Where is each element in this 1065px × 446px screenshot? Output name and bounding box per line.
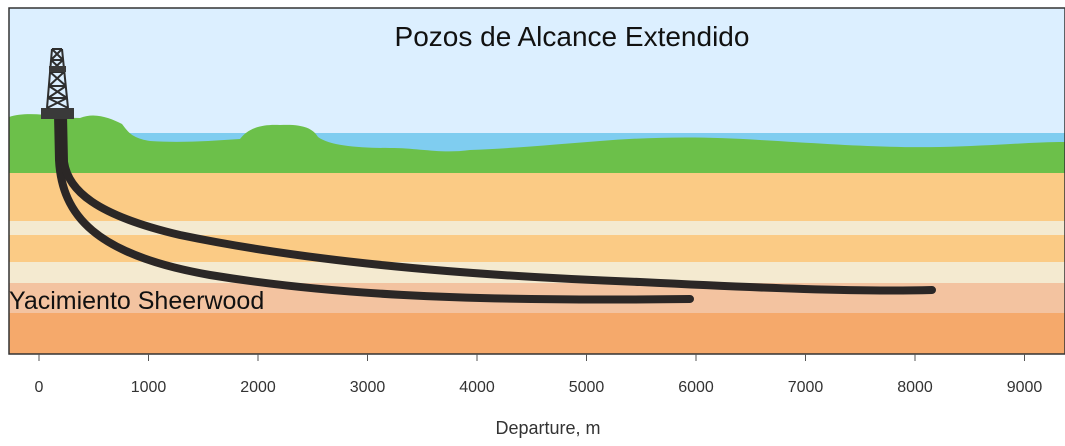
x-tick-label-7000: 7000	[788, 379, 824, 396]
x-tick-label-9000: 9000	[1007, 379, 1043, 396]
x-tick-label-0: 0	[35, 379, 44, 396]
x-tick-label-6000: 6000	[678, 379, 714, 396]
layer-orange-1	[9, 173, 1065, 221]
layer-cream-1	[9, 221, 1065, 235]
well-path-1	[54, 111, 694, 304]
layer-deep	[9, 313, 1065, 354]
x-tick-label-3000: 3000	[350, 379, 386, 396]
x-tick-label-4000: 4000	[459, 379, 495, 396]
diagram-frame	[8, 7, 1065, 355]
x-tick-label-1000: 1000	[131, 379, 167, 396]
x-tick-label-2000: 2000	[240, 379, 276, 396]
layer-orange-2	[9, 235, 1065, 262]
drilling-rig-icon	[41, 48, 74, 119]
x-axis-label: Departure, m	[495, 418, 600, 438]
x-tick-label-5000: 5000	[569, 379, 605, 396]
x-axis: 0 1000 2000 3000 4000 5000 6000 7000 8000 9000	[35, 354, 1043, 396]
land	[9, 114, 1065, 173]
reservoir-label: Yacimiento Sheerwood	[9, 287, 264, 315]
x-tick-label-8000: 8000	[897, 379, 933, 396]
well-path-2	[59, 111, 936, 295]
diagram-title: Pozos de Alcance Extendido	[395, 21, 750, 52]
layer-cream-2	[9, 262, 1065, 283]
